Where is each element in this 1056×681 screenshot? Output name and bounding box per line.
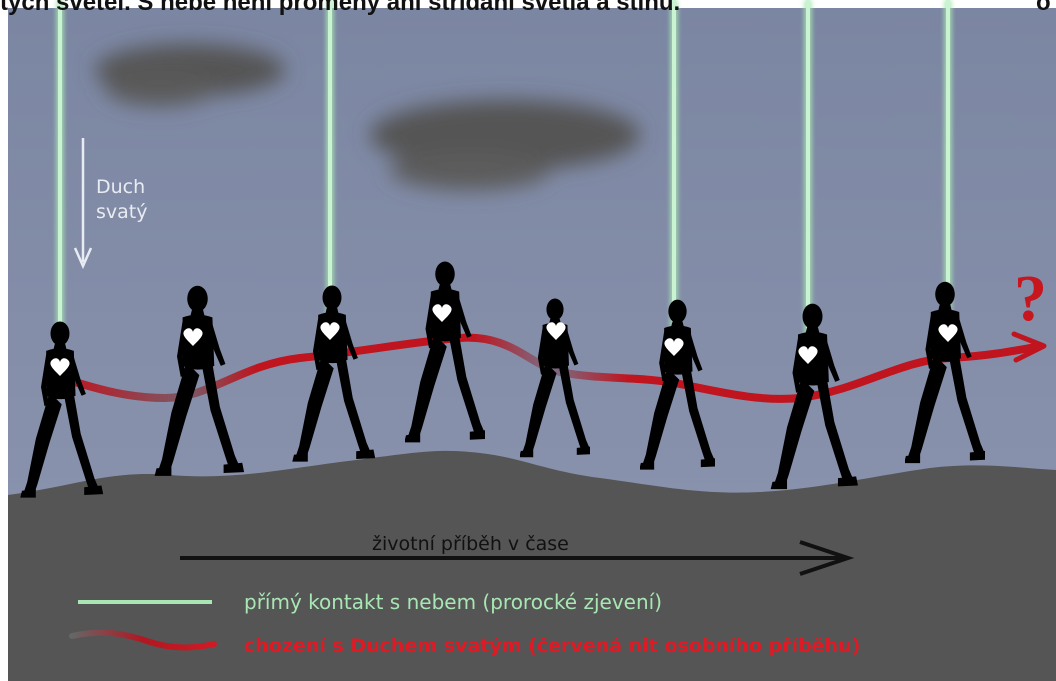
heart-icon <box>50 358 70 376</box>
holy-spirit-label-line2: svatý <box>96 201 147 223</box>
legend-contact-label: přímý kontakt s nebem (prorocké zjevení) <box>244 590 662 614</box>
beam <box>670 0 678 350</box>
holy-spirit-arrow <box>73 138 93 270</box>
timeline-arrow <box>180 540 855 576</box>
beam <box>56 0 64 372</box>
heart-icon <box>664 338 684 356</box>
timeline-label: životní příběh v čase <box>372 533 569 555</box>
heart-icon <box>320 322 340 340</box>
top-caption-right: o <box>1036 0 1051 16</box>
cloud-center <box>370 100 640 190</box>
beam <box>326 0 334 332</box>
heart-icon <box>798 346 818 364</box>
cloud-left <box>95 44 285 106</box>
ground <box>8 450 1056 681</box>
heart-icon <box>938 324 958 342</box>
question-mark: ? <box>1014 262 1047 335</box>
legend-walking-swatch <box>69 629 217 651</box>
legend-walking-label: chození s Duchem svatým (červená nit oso… <box>244 635 860 657</box>
hearts <box>50 304 958 376</box>
heart-icon <box>183 328 203 346</box>
heart-icon <box>546 322 566 340</box>
beam <box>944 0 952 336</box>
holy-spirit-label-line1: Duch <box>96 176 145 198</box>
light-beams <box>56 0 952 372</box>
thread-arrowhead <box>1011 331 1047 363</box>
heart-icon <box>432 304 452 322</box>
legend: přímý kontakt s nebem (prorocké zjevení)… <box>69 590 860 657</box>
top-caption: tých světel. S nebe není proměny ani stř… <box>0 0 681 16</box>
beam <box>804 0 812 360</box>
